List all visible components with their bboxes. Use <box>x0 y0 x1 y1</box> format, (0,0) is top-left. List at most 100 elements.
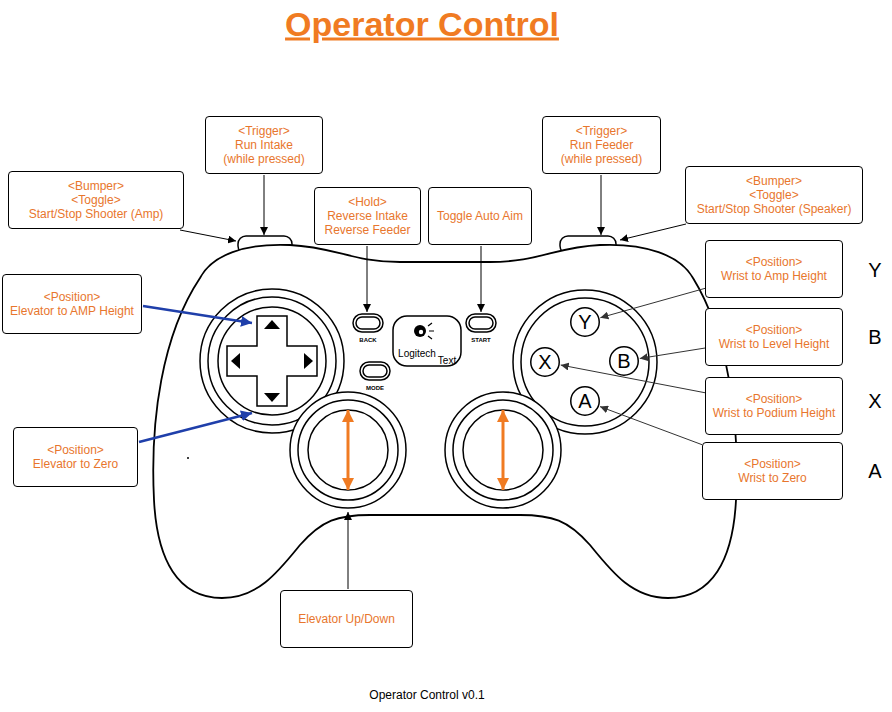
callout-tag: <Toggle> <box>71 193 120 207</box>
button-letter: B <box>617 350 630 372</box>
callout-box: <Hold>Reverse Intake Reverse Feeder <box>314 187 421 245</box>
callout-text: Run Intake (while pressed) <box>218 138 310 166</box>
button-circle: X <box>530 347 560 377</box>
callout-text: Start/Stop Shooter (Speaker) <box>697 202 852 216</box>
connector-arrow <box>600 288 705 317</box>
button-circle: B <box>609 346 639 376</box>
dpad-arrow <box>304 353 313 369</box>
leader-line <box>620 224 686 240</box>
leader-line <box>180 175 686 589</box>
leader-line <box>264 175 265 235</box>
logo <box>393 316 461 366</box>
controller-body <box>153 245 736 598</box>
thumbstick <box>298 400 398 500</box>
callout-tag: <Position> <box>47 443 104 457</box>
center-button <box>363 365 387 377</box>
callout-text: Run Feeder (while pressed) <box>556 138 648 166</box>
callout-tag: <Toggle> <box>749 188 798 202</box>
leader-line <box>481 246 482 312</box>
stray-dot <box>187 457 189 459</box>
center-button <box>466 314 496 332</box>
center-button <box>353 314 383 332</box>
callout-box: Elevator Up/Down <box>280 590 413 648</box>
button-letter: A <box>868 460 881 482</box>
callout-tag: <Position> <box>746 323 803 337</box>
dpad-well <box>218 307 326 415</box>
thumbstick <box>453 400 553 500</box>
button-outline <box>571 308 600 337</box>
callout-text: Wrist to Level Height <box>719 337 830 351</box>
callout-tag: <Position> <box>746 392 803 406</box>
callout-text: Elevator Up/Down <box>298 612 395 626</box>
callout-text: Wrist to Podium Height <box>713 406 836 420</box>
leader-line <box>367 246 368 312</box>
button-outline <box>531 348 560 377</box>
leader-line <box>348 512 349 589</box>
callout-text: Reverse Intake Reverse Feeder <box>321 209 415 237</box>
dpad-arrow <box>231 353 240 369</box>
callout-tag: <Trigger> <box>576 124 628 138</box>
callout-box: <Trigger>Run Feeder (while pressed) <box>542 116 661 174</box>
thumbstick <box>308 410 388 490</box>
callout-tag: <Bumper> <box>746 174 802 188</box>
callout-box: Toggle Auto Aim <box>428 187 532 245</box>
dpad-cross <box>227 316 317 406</box>
logo <box>419 330 423 334</box>
leader-line <box>601 175 602 235</box>
button-label: BACK <box>359 337 376 344</box>
thumbstick <box>463 410 543 490</box>
leader-line-blue <box>139 413 252 442</box>
diagram-caption: Operator Control v0.1 <box>369 688 484 702</box>
button-circle: Y <box>570 307 600 337</box>
callout-text: Wrist to Amp Height <box>721 269 827 283</box>
button-letter: A <box>578 390 591 412</box>
dpad-arrow <box>264 320 280 329</box>
callout-tag: <Bumper> <box>68 179 124 193</box>
callout-box: <Position>Elevator to AMP Height <box>2 274 142 334</box>
button-circle: A <box>570 386 600 416</box>
stick-axis-arrow <box>348 410 503 490</box>
callout-tag: <Position> <box>744 457 801 471</box>
callout-box: <Position>Wrist to Podium Height <box>705 377 843 435</box>
callout-tag: <Position> <box>746 255 803 269</box>
callout-text: Wrist to Zero <box>738 471 806 485</box>
callout-box: <Bumper><Toggle>Start/Stop Shooter (Amp) <box>8 171 184 229</box>
button-outline <box>571 387 600 416</box>
button-letter: Y <box>868 259 881 281</box>
callout-box: <Bumper><Toggle>Start/Stop Shooter (Spea… <box>685 166 863 224</box>
button-letter: B <box>868 326 881 348</box>
logo <box>428 323 434 339</box>
dpad-arrow <box>264 393 280 402</box>
button-letter: Y <box>578 311 591 333</box>
leader-line-blue <box>139 306 252 442</box>
button-letter: X <box>868 390 881 412</box>
stick-axis-arrow <box>502 410 505 490</box>
center-button <box>356 317 380 329</box>
thumbstick <box>445 392 561 508</box>
logo <box>393 316 461 366</box>
callout-box: <Position>Wrist to Level Height <box>705 308 843 366</box>
callout-text: Elevator to AMP Height <box>10 304 134 318</box>
callout-box: <Trigger>Run Intake (while pressed) <box>205 116 323 174</box>
connector-arrow <box>600 407 702 445</box>
thumbstick <box>290 392 561 508</box>
button-label: MODE <box>366 385 384 392</box>
logo <box>414 325 426 337</box>
callout-text: Elevator to Zero <box>33 457 118 471</box>
button-outline <box>610 347 639 376</box>
logo-text: Text <box>438 355 456 366</box>
leader-line-blue <box>143 306 252 323</box>
center-button <box>469 317 493 329</box>
thumbstick <box>290 392 406 508</box>
center-button <box>360 362 390 380</box>
dpad-arrow <box>231 320 313 402</box>
connector-arrow <box>640 348 705 358</box>
callout-box: <Position>Wrist to Amp Height <box>705 240 843 298</box>
diagram-title: Operator Control <box>285 5 559 44</box>
callout-text: Start/Stop Shooter (Amp) <box>29 207 164 221</box>
leader-line <box>180 230 236 241</box>
stick-axis-arrow <box>347 410 350 490</box>
center-button <box>353 314 496 380</box>
button-label: START <box>471 337 491 344</box>
